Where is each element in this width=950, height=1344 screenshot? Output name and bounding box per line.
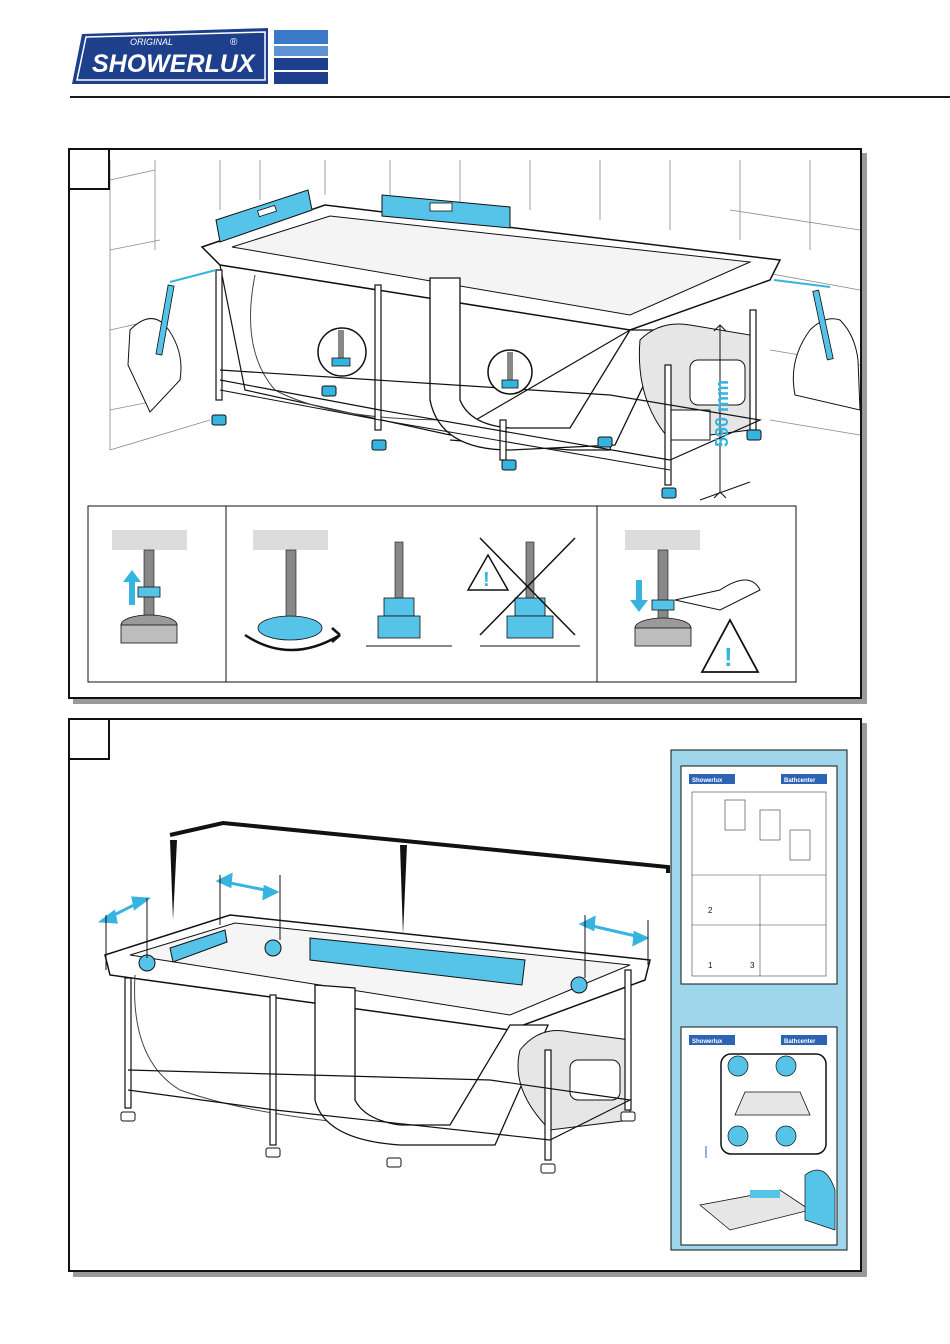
logo-registered: ® (230, 37, 238, 48)
logo-top-text: ORIGINAL (130, 37, 173, 47)
thumb-1-step-1: 1 (708, 961, 713, 970)
thumb-2-brand-left: Showerlux (692, 1039, 723, 1045)
step-number-box-2 (68, 718, 110, 760)
leveling-illustration: 590 mm ! (70, 150, 860, 697)
header-rule (70, 96, 950, 98)
thumb-1-brand-right: Bathcenter (784, 778, 816, 784)
step-number-box-1 (68, 148, 110, 190)
warning-glyph: ! (483, 569, 490, 591)
page-header: ORIGINAL ® SHOWERLUX (0, 0, 950, 100)
logo-brand-name: SHOWERLUX (92, 50, 256, 78)
thumb-1-step-3: 3 (750, 961, 755, 970)
reference-thumb-2: Showerlux Bathcenter (681, 1027, 837, 1245)
thumb-1-step-2: 2 (708, 906, 713, 915)
warning-glyph-2: ! (724, 642, 733, 672)
hand-left-icon (128, 285, 181, 412)
thumb-2-brand-right: Bathcenter (784, 1039, 816, 1045)
step-panel-1: 590 mm ! (68, 148, 862, 699)
step-panel-2: Showerlux Bathcenter 2 1 3 Showerlux Bat… (68, 718, 862, 1272)
thumb-1-brand-left: Showerlux (692, 778, 723, 784)
dimension-label: 590 mm (712, 380, 732, 447)
showerlux-logo: ORIGINAL ® SHOWERLUX (70, 26, 330, 86)
reference-thumb-1: Showerlux Bathcenter 2 1 3 (681, 766, 837, 984)
hand-right-icon (793, 290, 860, 410)
support-illustration: Showerlux Bathcenter 2 1 3 Showerlux Bat… (70, 720, 860, 1270)
